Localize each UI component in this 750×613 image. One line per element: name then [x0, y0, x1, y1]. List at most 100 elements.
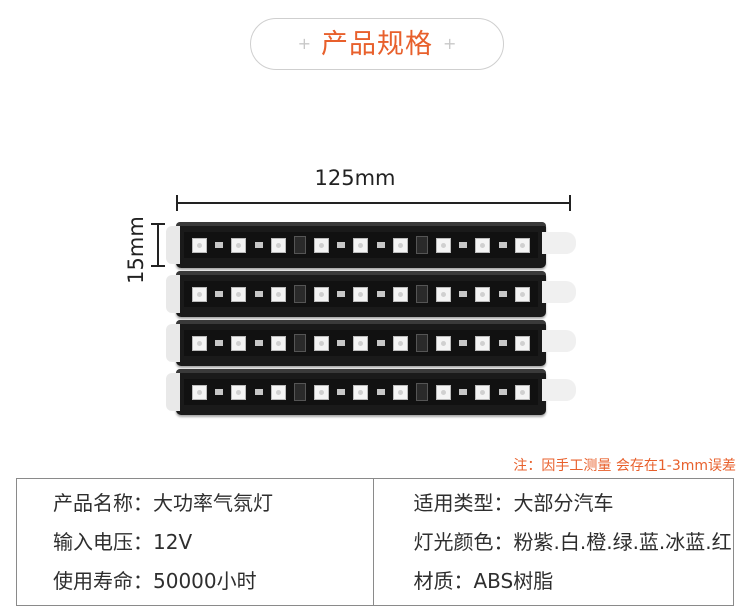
led-chip — [392, 384, 408, 400]
spec-label: 产品名称： — [53, 490, 153, 515]
spec-row: 适用类型：大部分汽车 — [414, 491, 734, 515]
strip-cable — [542, 232, 576, 254]
led-chip — [314, 335, 330, 351]
spec-value: 12V — [153, 529, 193, 554]
led-chip — [392, 286, 408, 302]
strip-endcap-left — [166, 373, 180, 411]
led-chip — [353, 384, 369, 400]
title-plus-right: + — [443, 34, 457, 53]
resistor — [376, 291, 385, 297]
resistor — [376, 242, 385, 248]
spec-label: 灯光颜色： — [413, 529, 514, 554]
resistor — [254, 389, 263, 395]
resistor — [459, 389, 468, 395]
width-dimension-label: 125mm — [314, 166, 396, 190]
strip-endcap-left — [166, 324, 180, 362]
led-chip — [475, 286, 491, 302]
led-chip — [314, 286, 330, 302]
resistor — [498, 291, 507, 297]
resistor — [215, 242, 224, 248]
resistor — [337, 242, 346, 248]
led-pcb — [184, 232, 538, 258]
spec-value: ABS树脂 — [473, 569, 554, 594]
resistor — [254, 340, 263, 346]
led-strip-2 — [166, 271, 576, 317]
ic-chip — [415, 236, 428, 254]
resistor — [215, 340, 224, 346]
spec-row: 输入电压：12V — [53, 530, 373, 554]
spec-row: 材质：ABS树脂 — [414, 569, 734, 593]
led-chip — [270, 237, 286, 253]
led-chip — [192, 286, 208, 302]
led-chip — [192, 335, 208, 351]
spec-label: 材质： — [413, 569, 474, 594]
strip-cable — [542, 281, 576, 303]
ic-chip — [293, 383, 306, 401]
led-chip — [270, 286, 286, 302]
title-plus-left: + — [297, 34, 311, 53]
led-chip — [231, 286, 247, 302]
ic-chip — [293, 285, 306, 303]
measurement-note: 注：因手工测量 会存在1-3mm误差 — [513, 458, 736, 474]
led-chip — [475, 237, 491, 253]
spec-column-right: 适用类型：大部分汽车 灯光颜色：粉紫.白.橙.绿.蓝.冰蓝.红 材质：ABS树脂 — [372, 479, 734, 605]
led-chip — [514, 384, 530, 400]
led-chip — [314, 237, 330, 253]
spec-row: 使用寿命：50000小时 — [53, 569, 373, 593]
spec-label: 使用寿命： — [53, 569, 153, 594]
resistor — [337, 291, 346, 297]
resistor — [459, 242, 468, 248]
led-chip — [436, 286, 452, 302]
spec-table: 产品名称：大功率气氛灯 输入电压：12V 使用寿命：50000小时 适用类型：大… — [16, 478, 734, 606]
led-chip — [270, 335, 286, 351]
strip-cable — [542, 330, 576, 352]
led-chip — [392, 335, 408, 351]
spec-label: 适用类型： — [413, 490, 514, 515]
led-pcb — [184, 281, 538, 307]
led-chip — [475, 384, 491, 400]
section-title: 产品规格 — [321, 28, 433, 60]
led-strip-4 — [166, 369, 576, 415]
led-chip — [436, 237, 452, 253]
led-chip — [475, 335, 491, 351]
resistor — [459, 291, 468, 297]
led-chip — [436, 384, 452, 400]
resistor — [498, 340, 507, 346]
spec-value: 粉紫.白.橙.绿.蓝.冰蓝.红 — [513, 529, 732, 554]
resistor — [376, 340, 385, 346]
led-strip-3 — [166, 320, 576, 366]
resistor — [498, 242, 507, 248]
led-chip — [192, 384, 208, 400]
ic-chip — [293, 334, 306, 352]
led-chip — [231, 384, 247, 400]
resistor — [337, 340, 346, 346]
led-chip — [270, 384, 286, 400]
led-pcb — [184, 330, 538, 356]
ic-chip — [293, 236, 306, 254]
strip-endcap-left — [166, 275, 180, 313]
resistor — [498, 389, 507, 395]
resistor — [337, 389, 346, 395]
led-chip — [314, 384, 330, 400]
ic-chip — [415, 285, 428, 303]
resistor — [215, 389, 224, 395]
resistor — [215, 291, 224, 297]
resistor — [254, 242, 263, 248]
resistor — [376, 389, 385, 395]
led-chip — [353, 335, 369, 351]
led-chip — [353, 237, 369, 253]
led-chip — [514, 286, 530, 302]
spec-label: 输入电压： — [53, 529, 153, 554]
led-chip — [353, 286, 369, 302]
led-strip-1 — [166, 222, 576, 268]
led-chip — [514, 237, 530, 253]
led-chip — [192, 237, 208, 253]
spec-value: 大功率气氛灯 — [153, 490, 273, 515]
resistor — [254, 291, 263, 297]
ic-chip — [415, 334, 428, 352]
spec-row: 灯光颜色：粉紫.白.橙.绿.蓝.冰蓝.红 — [414, 530, 734, 554]
spec-value: 50000小时 — [153, 569, 257, 594]
resistor — [459, 340, 468, 346]
led-chip — [392, 237, 408, 253]
